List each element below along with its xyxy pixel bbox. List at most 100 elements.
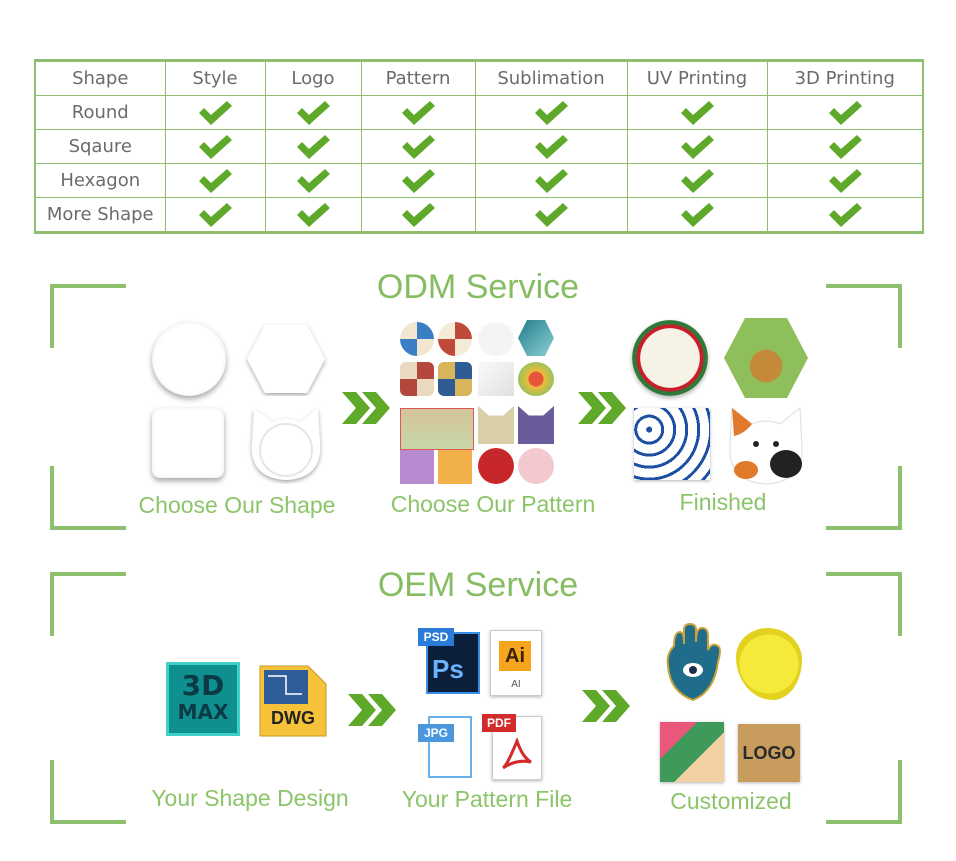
check-icon: [766, 197, 924, 234]
checkmark-icon: [297, 134, 330, 159]
table-row: Sqaure: [34, 129, 924, 164]
ai-glyph: Ai: [499, 641, 531, 671]
header-logo: Logo: [264, 59, 362, 96]
oem-step1-caption: Your Shape Design: [151, 785, 349, 811]
frame-corner: [826, 760, 902, 824]
frame-corner: [826, 572, 902, 636]
square-blank: [152, 408, 224, 478]
checkmark-icon: [199, 168, 232, 193]
checkmark-icon: [402, 202, 435, 227]
pattern-sample: [518, 320, 554, 356]
psd-glyph: Ps: [432, 654, 464, 684]
hexagon-blank: [247, 325, 325, 393]
header-shape: Shape: [34, 59, 166, 96]
pattern-sample: [438, 450, 472, 484]
row-label: Round: [34, 95, 166, 130]
oem-step3-caption: Customized: [670, 788, 792, 814]
check-icon: [360, 95, 476, 130]
checkmark-icon: [199, 100, 232, 125]
oem-step2-caption: Your Pattern File: [401, 786, 573, 812]
frame-corner: [826, 466, 902, 530]
checkmark-icon: [535, 202, 568, 227]
check-icon: [164, 163, 266, 198]
checkmark-icon: [402, 134, 435, 159]
checkmark-icon: [681, 168, 714, 193]
frame-corner: [50, 466, 126, 530]
chevrons-right-icon: [578, 392, 626, 424]
dwg-label: DWG: [271, 708, 315, 728]
row-label: Hexagon: [34, 163, 166, 198]
check-icon: [626, 197, 768, 234]
checkmark-icon: [402, 100, 435, 125]
checkmark-icon: [297, 202, 330, 227]
check-icon: [474, 163, 628, 198]
check-icon: [766, 95, 924, 130]
check-icon: [264, 129, 362, 164]
floral-coaster: [660, 722, 724, 782]
check-icon: [164, 197, 266, 234]
checkmark-icon: [828, 168, 862, 193]
pattern-sample: [438, 362, 472, 396]
pattern-sample: [518, 406, 554, 444]
pattern-sample: [400, 408, 474, 450]
lemon-coaster: [736, 628, 802, 700]
frame-corner: [50, 760, 126, 824]
chevrons-right-icon: [582, 690, 630, 722]
checkmark-icon: [199, 202, 232, 227]
3ds-max-icon: 3D MAX: [166, 662, 240, 736]
checkmark-icon: [681, 100, 714, 125]
frame-corner: [826, 284, 902, 348]
table-row: Hexagon: [34, 163, 924, 198]
odm-step3-caption: Finished: [679, 489, 767, 515]
check-icon: [264, 95, 362, 130]
ai-file-icon: Ai AI: [490, 630, 542, 696]
pattern-sample: [400, 322, 434, 356]
checkmark-icon: [297, 168, 330, 193]
max-icon-line2: MAX: [177, 700, 229, 724]
jpg-file-icon: JPG: [418, 712, 474, 778]
acrobat-icon: [502, 738, 532, 770]
finished-square-coaster: [634, 408, 710, 480]
check-icon: [474, 197, 628, 234]
row-label: Sqaure: [34, 129, 166, 164]
checkmark-icon: [402, 168, 435, 193]
table-header-row: Shape Style Logo Pattern Sublimation UV …: [34, 59, 924, 96]
checkmark-icon: [535, 100, 568, 125]
check-icon: [474, 129, 628, 164]
frame-corner: [50, 284, 126, 348]
pdf-tag: PDF: [482, 714, 516, 732]
pattern-sample: [518, 362, 554, 396]
odm-step2-caption: Choose Our Pattern: [390, 491, 596, 517]
max-icon-line1: 3D: [181, 669, 225, 702]
check-icon: [164, 95, 266, 130]
header-sublimation: Sublimation: [474, 59, 628, 96]
finished-cat-coaster: [729, 407, 803, 485]
round-blank: [152, 322, 226, 396]
checkmark-icon: [199, 134, 232, 159]
header-uv-printing: UV Printing: [626, 59, 768, 96]
checkmark-icon: [828, 202, 862, 227]
logo-coaster: LOGO: [738, 724, 800, 782]
check-icon: [766, 163, 924, 198]
pattern-sample: [478, 406, 514, 444]
pattern-sample: [478, 322, 514, 356]
check-icon: [264, 163, 362, 198]
row-label: More Shape: [34, 197, 166, 234]
psd-tag: PSD: [418, 628, 454, 646]
table-row: Round: [34, 95, 924, 130]
checkmark-icon: [828, 134, 862, 159]
check-icon: [164, 129, 266, 164]
pattern-sample: [478, 362, 514, 396]
psd-file-icon: PSD Ps: [418, 628, 480, 694]
pattern-sample: [438, 322, 472, 356]
oem-title: OEM Service: [377, 566, 579, 604]
ai-sub-label: AI: [511, 679, 521, 690]
header-pattern: Pattern: [360, 59, 476, 96]
header-3d-printing: 3D Printing: [766, 59, 924, 96]
odm-step1-caption: Choose Our Shape: [138, 492, 336, 518]
check-icon: [360, 129, 476, 164]
checkmark-icon: [681, 134, 714, 159]
checkmark-icon: [535, 134, 568, 159]
check-icon: [626, 129, 768, 164]
options-table: Shape Style Logo Pattern Sublimation UV …: [34, 59, 924, 234]
